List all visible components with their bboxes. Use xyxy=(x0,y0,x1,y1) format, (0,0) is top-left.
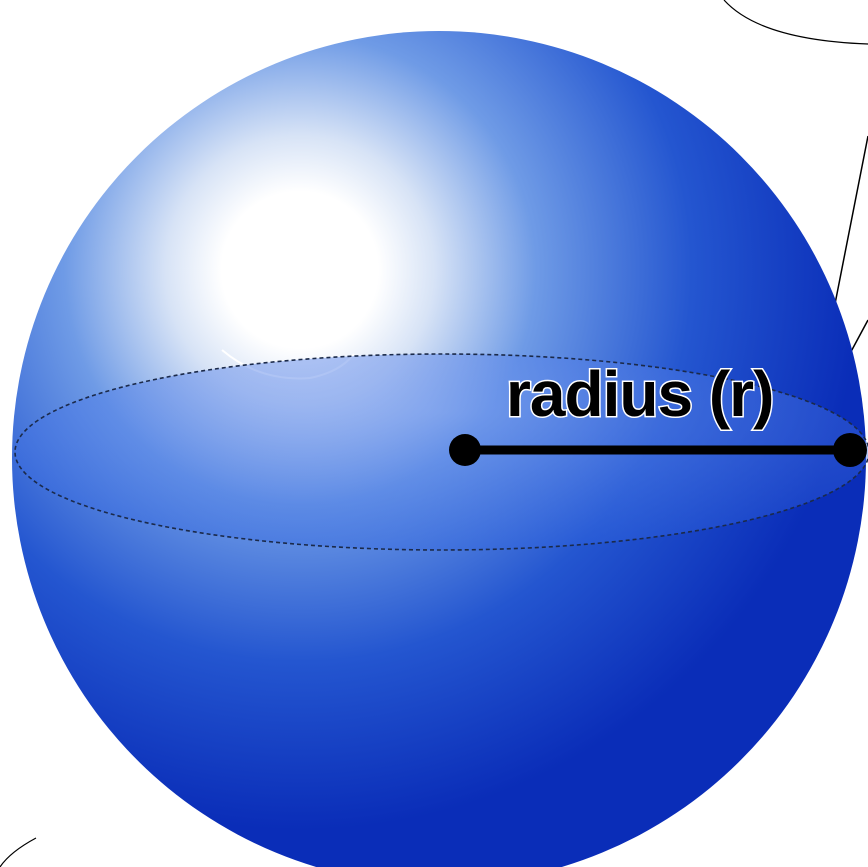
center-point xyxy=(449,434,481,466)
corner-arc-outline xyxy=(0,837,37,867)
equator-ellipse xyxy=(14,353,868,551)
callout-bubble-outline xyxy=(723,0,868,45)
radius-label: radius (r) xyxy=(506,358,773,430)
surface-point xyxy=(833,433,867,467)
